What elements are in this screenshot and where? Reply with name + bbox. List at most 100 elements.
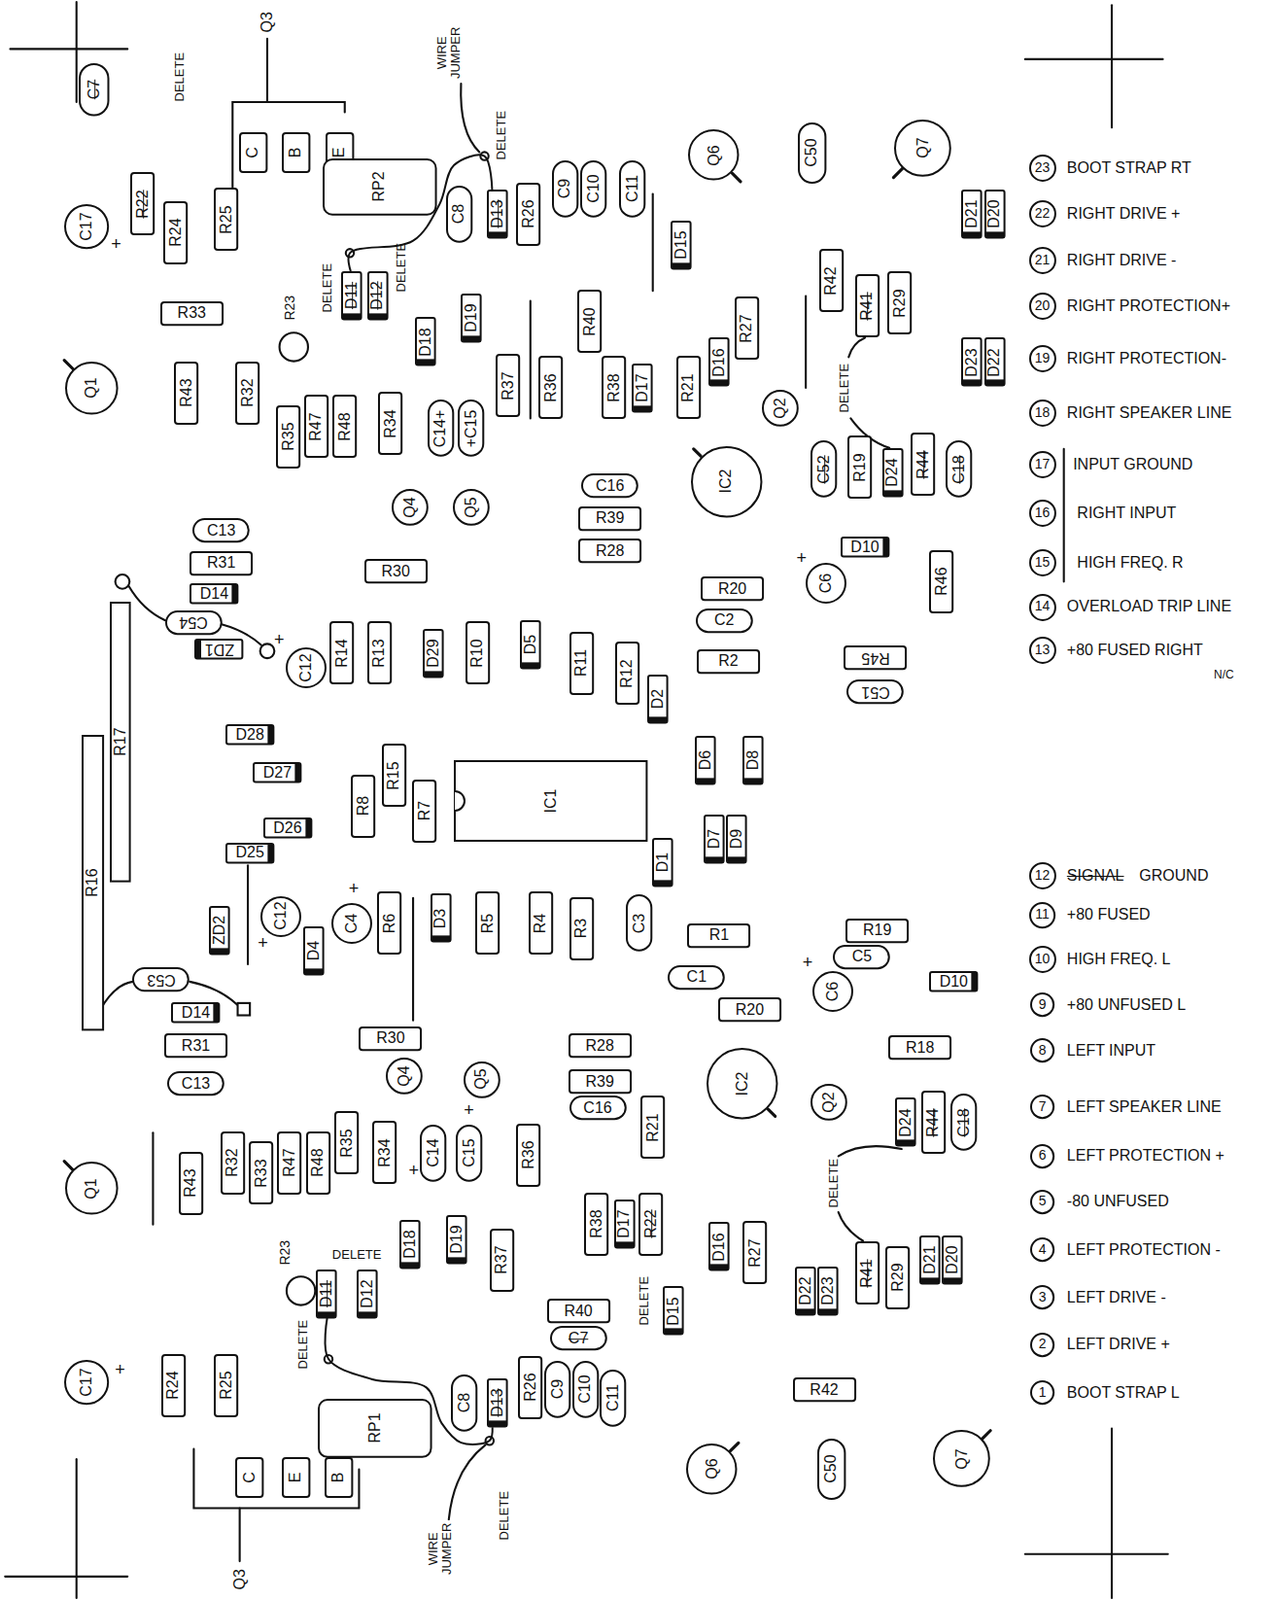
component-block: R17 xyxy=(109,601,132,883)
resistor-outline: R40 xyxy=(577,289,602,353)
diode-outline: D12 xyxy=(367,271,389,320)
part-label: R47 xyxy=(280,1148,299,1177)
part-label: D10 xyxy=(939,972,968,991)
part-label: R20 xyxy=(735,1000,764,1019)
part-label: D28 xyxy=(235,725,264,744)
board-label: +80 FUSED xyxy=(1067,905,1151,924)
diode-outline: D21 xyxy=(961,189,983,239)
part-label: E xyxy=(331,147,349,159)
board-label: WIRE JUMPER xyxy=(426,1519,455,1577)
pin-number: 10 xyxy=(1029,945,1057,973)
pin-number: 21 xyxy=(1029,246,1057,275)
resistor-outline: R25 xyxy=(213,1353,239,1417)
resistor-outline: R10 xyxy=(465,620,490,685)
resistor-outline: R2 xyxy=(696,649,760,674)
part-label: C xyxy=(241,1471,259,1483)
resistor-outline: R28 xyxy=(568,1033,632,1058)
part-label: R13 xyxy=(371,638,389,667)
part-label: C9 xyxy=(556,178,575,199)
part-label: R19 xyxy=(862,921,892,939)
pin-number: 3 xyxy=(1030,1284,1055,1310)
part-label: R40 xyxy=(563,1302,592,1320)
resistor-outline: R42 xyxy=(819,248,844,312)
part-label: D11 xyxy=(317,1279,336,1308)
board-label: Q3 xyxy=(258,11,276,33)
board-label: LEFT PROTECTION + xyxy=(1067,1146,1225,1165)
diode-outline: D24 xyxy=(895,1097,917,1146)
resistor-outline: C xyxy=(239,132,268,173)
board-label: +80 FUSED RIGHT xyxy=(1067,641,1204,659)
part-label: D21 xyxy=(963,200,981,229)
part-label: R8 xyxy=(354,795,373,816)
part-label: D24 xyxy=(896,1107,915,1137)
pin-number: 13 xyxy=(1029,636,1057,664)
diode-outline: D14 xyxy=(171,1001,220,1024)
part-label: D8 xyxy=(744,750,762,770)
resistor-outline: R13 xyxy=(367,620,392,685)
resistor-outline: R4 xyxy=(528,891,553,955)
diode-outline: D16 xyxy=(708,1221,730,1271)
board-label: DELETE xyxy=(321,263,336,313)
part-label: C51 xyxy=(861,683,890,701)
resistor-outline: R48 xyxy=(332,394,357,458)
resistor-outline: R44 xyxy=(910,432,935,496)
capacitor-outline: C10 xyxy=(572,1360,599,1418)
resistor-outline: B xyxy=(324,1456,353,1498)
diode-outline: D9 xyxy=(725,814,748,863)
part-label: R34 xyxy=(376,1138,394,1167)
part-label: D13 xyxy=(488,200,507,229)
resistor-outline: R40 xyxy=(547,1298,611,1323)
board-label: +80 UNFUSED L xyxy=(1067,996,1186,1014)
part-label: D16 xyxy=(710,347,728,377)
resistor-outline: R36 xyxy=(516,1123,541,1187)
part-label: Q1 xyxy=(83,1177,102,1199)
board-label: DELETE xyxy=(494,109,509,160)
diode-outline: D18 xyxy=(414,316,437,366)
part-label: Q4 xyxy=(395,1066,414,1087)
part-label: C50 xyxy=(803,138,822,168)
resistor-outline: R8 xyxy=(350,774,376,838)
round-component: Q1 xyxy=(65,1161,119,1215)
part-label: D25 xyxy=(235,844,264,863)
part-label: C16 xyxy=(583,1099,612,1117)
resistor-outline: R1 xyxy=(687,923,751,948)
board-label: DELETE xyxy=(332,1247,382,1262)
diode-outline: D4 xyxy=(303,926,325,975)
resistor-outline: R38 xyxy=(601,355,626,419)
part-label: ZD1 xyxy=(205,640,235,658)
resistor-outline: R34 xyxy=(372,1120,397,1184)
diode-outline: D3 xyxy=(430,893,452,942)
diode-outline: D15 xyxy=(662,1285,685,1335)
part-label: 6 xyxy=(1038,1147,1047,1163)
diode-outline: D22 xyxy=(794,1266,817,1315)
round-component: IC2 xyxy=(706,1047,778,1119)
resistor-outline: R41 xyxy=(855,1241,880,1305)
part-label: R26 xyxy=(521,1373,540,1402)
resistor-outline: R33 xyxy=(160,301,224,326)
resistor-outline: R43 xyxy=(173,361,199,425)
diode-outline: D16 xyxy=(708,337,730,386)
round-component: C12 xyxy=(285,647,327,689)
part-label: 14 xyxy=(1034,599,1051,615)
round-component: Q6 xyxy=(686,1443,737,1494)
capacitor-outline: C7 xyxy=(78,63,109,117)
capacitor-outline: C11 xyxy=(619,160,646,218)
part-label: C18 xyxy=(950,454,968,483)
diode-outline: D15 xyxy=(670,220,692,270)
resistor-outline: R37 xyxy=(495,353,520,417)
resistor-outline: R44 xyxy=(921,1090,946,1154)
board-label: RIGHT SPEAKER LINE xyxy=(1067,404,1233,422)
part-label: C2 xyxy=(714,611,734,629)
part-label: R44 xyxy=(925,1107,943,1137)
capacitor-outline: C5 xyxy=(832,944,891,969)
resistor-outline: R38 xyxy=(584,1192,609,1256)
resistor-outline: R36 xyxy=(538,355,563,419)
part-label: R32 xyxy=(224,1148,242,1177)
part-label: R27 xyxy=(737,313,756,343)
part-label: C9 xyxy=(549,1379,567,1399)
part-label: 13 xyxy=(1034,642,1051,657)
part-label: D19 xyxy=(448,1225,466,1254)
capacitor-outline: +C15 xyxy=(457,399,484,457)
part-label: R39 xyxy=(585,1072,614,1091)
